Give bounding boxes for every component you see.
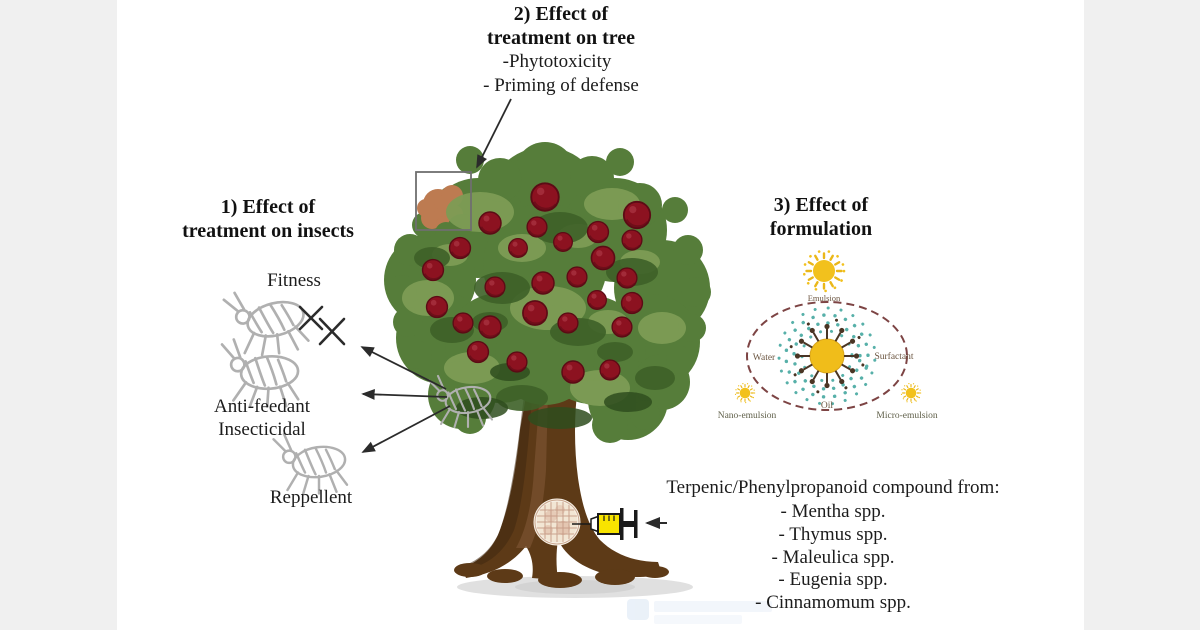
micelle-icon [793,322,861,390]
emulsion-label: Emulsion [808,293,841,303]
right-gray-bar [1084,0,1200,630]
section3-title-line1: 3) Effect of [773,194,869,216]
left-gray-bar [0,0,117,630]
compound-cinnamomum: - Cinnamomum spp. [755,592,911,613]
fitness-cross-marks [298,305,346,346]
compound-mentha: - Mentha spp. [780,501,886,522]
effect-arrows [360,98,512,453]
compound-maleulica: - Maleulica spp. [771,547,895,568]
formulation-diagram: Emulsion Water Surfactant Oil Nano-emuls… [718,249,938,421]
oil-label: Oil [821,401,834,411]
compounds-heading: Terpenic/Phenylpropanoid compound from: [666,477,1000,498]
insecticidal-label: Insecticidal [218,419,306,440]
section2-bullet-priming: - Priming of defense [483,75,639,96]
surfactant-stray-dots [788,317,866,395]
emulsion-sun-icon [802,249,846,293]
tree-trunk [454,385,669,588]
section2-title-line1: 2) Effect of [513,3,609,25]
nano-emulsion-label: Nano-emulsion [718,411,777,421]
syringe-icon [572,508,638,540]
section3-title-line2: formulation [769,218,873,240]
section2-title-line2: treatment on tree [486,27,636,49]
watermark [627,599,772,624]
wood-cells-magnifier-icon [533,498,581,546]
nano-emulsion-sun-icon [734,382,756,404]
fitness-label: Fitness [267,270,321,291]
antifeedant-label: Anti-feedant [213,396,311,417]
aphid-repellent-icon [272,432,349,495]
repellent-label: Reppellent [269,487,353,508]
surfactant-label: Surfactant [874,351,913,362]
micro-emulsion-label: Micro-emulsion [876,411,937,421]
water-label: Water [753,353,776,363]
compound-thymus: - Thymus spp. [778,524,888,545]
section1-title-line2: treatment on insects [182,220,354,242]
phytotoxicity-highlight-box [415,171,472,231]
section1-title-line1: 1) Effect of [220,196,316,218]
micro-emulsion-sun-icon [900,382,922,404]
emulsion-ellipse [746,301,908,411]
compound-eugenia: - Eugenia spp. [778,569,888,590]
section2-bullet-phytotoxicity: -Phytotoxicity [502,51,612,72]
